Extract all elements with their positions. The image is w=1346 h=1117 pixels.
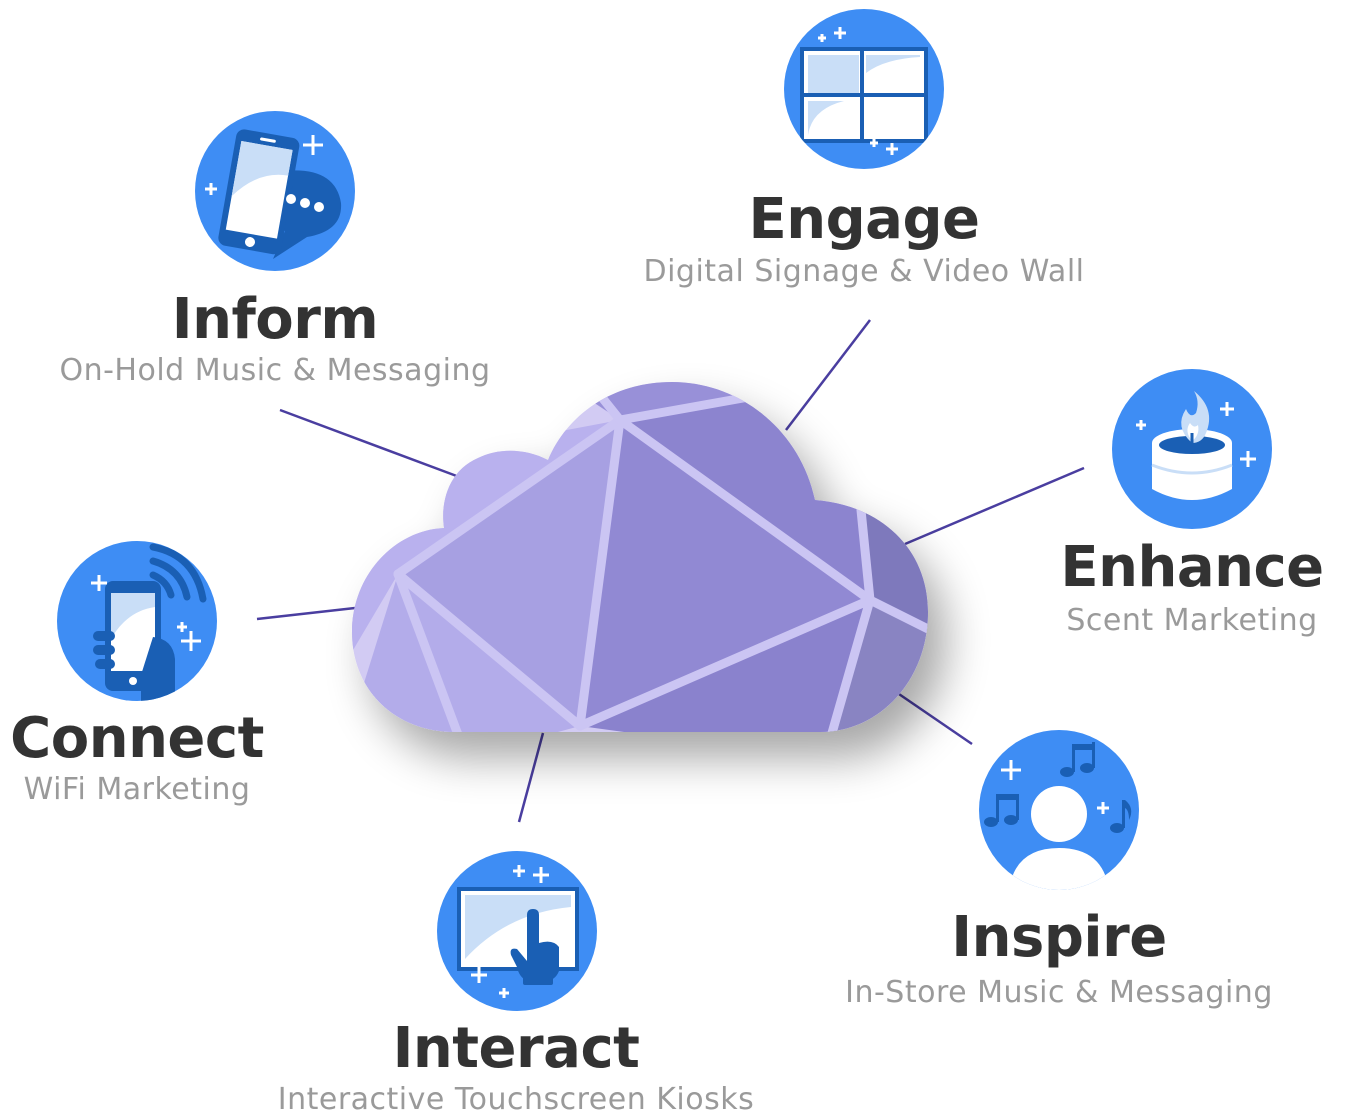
connector-connect [256,606,356,621]
interact-subtitle: Interactive Touchscreen Kiosks [277,1082,755,1117]
engage-title: Engage [748,187,980,252]
connect-title: Connect [10,706,264,771]
connect-subtitle: WiFi Marketing [23,772,251,807]
engage-icon [784,9,944,169]
connector-inspire [895,690,973,746]
inspire-title: Inspire [951,905,1167,970]
connector-inform [279,408,463,480]
connector-engage [785,319,871,431]
inform-subtitle: On-Hold Music & Messaging [59,353,491,388]
interact-title: Interact [392,1016,640,1081]
enhance-title: Enhance [1060,535,1324,600]
inspire-icon [979,730,1139,890]
inform-title: Inform [171,287,379,352]
inform-icon [195,111,355,271]
connect-icon [57,541,217,701]
engage-subtitle: Digital Signage & Video Wall [643,254,1085,289]
enhance-icon [1112,369,1272,529]
interact-icon [437,851,597,1011]
enhance-subtitle: Scent Marketing [1066,603,1318,638]
connector-interact [517,732,545,823]
connector-enhance [904,466,1085,546]
inspire-subtitle: In-Store Music & Messaging [845,975,1273,1010]
